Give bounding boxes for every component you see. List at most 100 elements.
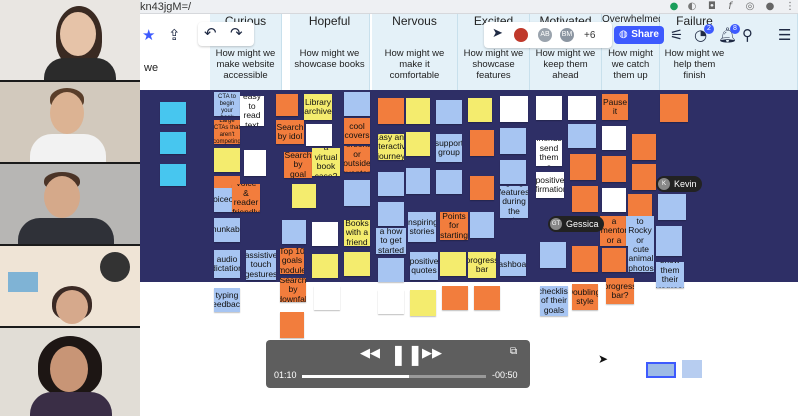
settings-sliders-icon[interactable]: ⚟ bbox=[670, 26, 684, 44]
minimap-viewport[interactable] bbox=[646, 362, 676, 378]
participant-video-tile[interactable] bbox=[0, 328, 140, 416]
sticky-note[interactable]: Points for starting bbox=[440, 212, 468, 240]
sticky-note[interactable]: Books with a friend bbox=[344, 220, 370, 246]
sticky-note[interactable]: Identify a mentor or a solution bbox=[600, 216, 628, 246]
picture-in-picture-icon[interactable]: ⧉ bbox=[510, 346, 518, 357]
sticky-note[interactable] bbox=[572, 186, 598, 212]
sticky-note[interactable]: checklist of their goals bbox=[540, 286, 568, 316]
undo-icon[interactable]: ↶ bbox=[204, 24, 217, 42]
sticky-note[interactable] bbox=[656, 226, 682, 256]
pause-icon[interactable]: ❚❚ bbox=[390, 342, 424, 366]
participant-video-tile[interactable] bbox=[0, 164, 140, 244]
sticky-note[interactable]: Easy and interactive journey bbox=[378, 134, 404, 160]
sticky-note[interactable] bbox=[160, 164, 186, 186]
browser-address-bar[interactable]: kn43jgM=/ ● ◐ ◘ f ◎ ● ⋮ bbox=[140, 0, 798, 14]
redo-icon[interactable]: ↷ bbox=[230, 24, 243, 42]
board-menu-icon[interactable]: ☰ bbox=[778, 26, 792, 44]
sticky-note[interactable] bbox=[314, 286, 340, 310]
extension-icon[interactable]: ◐ bbox=[687, 1, 697, 12]
sticky-note[interactable] bbox=[470, 212, 494, 238]
sticky-note[interactable] bbox=[410, 290, 436, 316]
sticky-note[interactable] bbox=[602, 248, 626, 272]
cursor-pointer-icon[interactable]: ➤ bbox=[492, 26, 503, 41]
sticky-note[interactable] bbox=[470, 130, 494, 156]
fast-forward-icon[interactable]: ▶▶ bbox=[422, 346, 442, 361]
rewind-icon[interactable]: ◀◀ bbox=[360, 346, 380, 361]
sticky-note[interactable]: positive affirmations bbox=[536, 172, 564, 198]
sticky-note[interactable] bbox=[632, 164, 656, 190]
sticky-note[interactable]: easy to read text bbox=[240, 96, 264, 126]
collaborator-count[interactable]: +6 bbox=[584, 30, 596, 41]
sticky-note[interactable] bbox=[540, 242, 566, 268]
sticky-note[interactable]: cool covers bbox=[344, 118, 370, 144]
sticky-note[interactable] bbox=[602, 188, 626, 212]
sticky-note[interactable] bbox=[280, 312, 304, 338]
sticky-note[interactable]: support group bbox=[436, 134, 462, 162]
sticky-note[interactable]: Top 10 goals module bbox=[280, 248, 304, 274]
sticky-note[interactable]: inspiring stories bbox=[408, 212, 436, 242]
sticky-note[interactable] bbox=[658, 194, 686, 220]
sticky-note[interactable]: Music to Rocky or Rudy bbox=[626, 216, 654, 246]
sticky-note[interactable] bbox=[306, 124, 332, 146]
sticky-note[interactable] bbox=[442, 286, 468, 310]
sticky-note[interactable]: Dashboard bbox=[500, 254, 526, 276]
sticky-note[interactable]: Doubling-style bbox=[572, 284, 598, 310]
sticky-note[interactable] bbox=[160, 102, 186, 124]
sticky-note[interactable] bbox=[570, 154, 596, 180]
sticky-note[interactable] bbox=[568, 96, 596, 120]
sticky-note[interactable] bbox=[500, 128, 526, 154]
sticky-note[interactable]: progress bar bbox=[468, 252, 496, 278]
sticky-note[interactable] bbox=[214, 148, 240, 172]
sticky-note[interactable] bbox=[378, 290, 404, 314]
profile-avatar-icon[interactable]: ● bbox=[765, 1, 775, 12]
sticky-note[interactable] bbox=[536, 96, 562, 120]
sticky-note[interactable] bbox=[312, 254, 338, 278]
sticky-note[interactable] bbox=[500, 96, 528, 122]
sticky-note[interactable] bbox=[436, 100, 462, 124]
sticky-note[interactable] bbox=[344, 92, 370, 116]
sticky-note[interactable] bbox=[406, 168, 430, 194]
sticky-note[interactable] bbox=[602, 156, 626, 182]
sticky-note[interactable]: Large CTAs that aren't competing bbox=[214, 120, 240, 144]
sticky-note[interactable]: Search by goal bbox=[284, 152, 312, 178]
sticky-note[interactable] bbox=[282, 220, 306, 244]
export-icon[interactable]: ⇪ bbox=[168, 26, 181, 44]
menu-kebab-icon[interactable]: ⋮ bbox=[785, 1, 795, 12]
sticky-note[interactable]: progress bar? bbox=[606, 278, 634, 304]
sticky-note[interactable] bbox=[406, 132, 430, 156]
sticky-note[interactable] bbox=[276, 94, 298, 116]
sticky-note[interactable] bbox=[292, 184, 316, 208]
sticky-note[interactable] bbox=[660, 94, 688, 122]
sticky-note[interactable] bbox=[312, 222, 338, 246]
sticky-note[interactable] bbox=[378, 202, 404, 226]
extension-icon[interactable]: ● bbox=[669, 1, 679, 12]
sticky-note[interactable]: show them their progress bbox=[656, 262, 684, 288]
sticky-note[interactable]: typing feedback bbox=[214, 288, 240, 312]
board-minimap[interactable] bbox=[646, 352, 706, 382]
timer-icon[interactable]: ◔ bbox=[694, 26, 708, 44]
sticky-note[interactable]: assistive touch gestures bbox=[246, 250, 276, 280]
participant-video-tile[interactable] bbox=[0, 246, 140, 326]
sticky-note[interactable] bbox=[436, 170, 462, 194]
sticky-note[interactable] bbox=[406, 98, 430, 124]
sticky-note[interactable] bbox=[632, 134, 656, 160]
sticky-note[interactable] bbox=[470, 176, 494, 200]
sticky-note[interactable] bbox=[468, 98, 492, 122]
participant-video-tile[interactable] bbox=[0, 82, 140, 162]
playback-scrubber[interactable] bbox=[302, 375, 486, 378]
sticky-note[interactable]: a virtual book case? bbox=[312, 148, 340, 176]
sticky-note[interactable]: a how to get started bbox=[376, 228, 406, 254]
sticky-note[interactable] bbox=[378, 98, 404, 124]
sticky-note[interactable]: Search by idol bbox=[276, 120, 304, 144]
sticky-note[interactable] bbox=[440, 252, 466, 276]
sticky-note[interactable] bbox=[572, 246, 598, 272]
sticky-note[interactable] bbox=[378, 258, 404, 282]
sticky-note[interactable] bbox=[160, 132, 186, 154]
camera-icon[interactable]: ◘ bbox=[708, 1, 716, 12]
sticky-note[interactable]: Search by downfall bbox=[280, 278, 306, 302]
sticky-note[interactable] bbox=[500, 160, 526, 184]
participant-video-tile[interactable] bbox=[0, 0, 140, 80]
sticky-note[interactable]: have friends send them a heart bbox=[536, 140, 562, 166]
collaborator-avatar[interactable] bbox=[512, 26, 530, 44]
sticky-note[interactable] bbox=[244, 150, 266, 176]
